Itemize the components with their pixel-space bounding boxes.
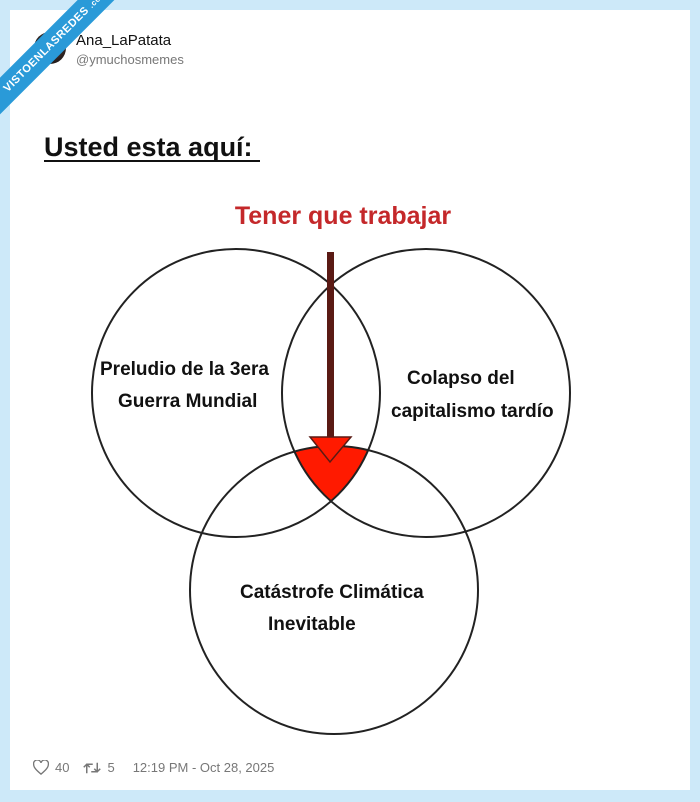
circle-left-label-1: Preludio de la 3era <box>100 359 269 380</box>
circle-right-label-2: capitalismo tardío <box>391 401 554 422</box>
heart-icon[interactable] <box>33 760 49 775</box>
like-count: 40 <box>55 760 70 775</box>
retweet-count: 5 <box>107 760 115 775</box>
circle-right <box>281 248 571 538</box>
timestamp: 12:19 PM - Oct 28, 2025 <box>132 760 275 775</box>
arrow-head <box>308 436 353 464</box>
retweet-icon[interactable] <box>83 761 102 775</box>
circle-right-label-1: Colapso del <box>407 368 515 389</box>
tweet-card <box>10 10 690 790</box>
author-handle[interactable]: @ymuchosmemes <box>76 52 184 67</box>
arrow-label: Tener que trabajar <box>235 202 452 230</box>
author-name[interactable]: Ana_LaPatata <box>76 32 172 49</box>
arrow-shaft <box>327 252 334 438</box>
tweet-footer: 40 5 12:19 PM - Oct 28, 2025 <box>33 760 274 775</box>
meme-title: Usted esta aquí: <box>44 132 253 162</box>
circle-left-label-2: Guerra Mundial <box>118 391 257 412</box>
circle-left <box>91 248 381 538</box>
circle-bottom-label-2: Inevitable <box>268 614 356 635</box>
circle-bottom-label-1: Catástrofe Climática <box>240 582 424 603</box>
